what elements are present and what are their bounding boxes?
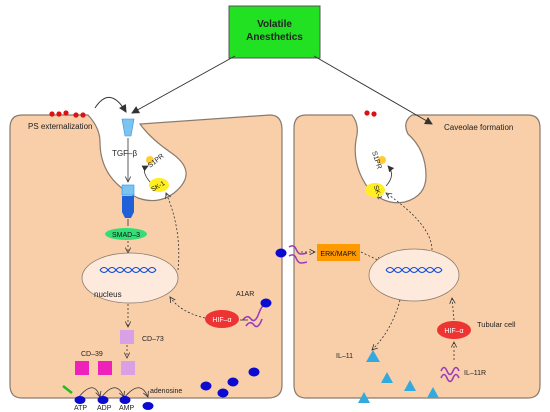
nucleus-left <box>81 252 179 304</box>
cd39-node-2 <box>98 361 112 375</box>
amp-adenosine-arc <box>123 387 148 399</box>
hif-left-label: HIF–α <box>212 317 231 324</box>
cd73-node <box>120 330 134 344</box>
sk1-right-label: SK-1 <box>372 185 383 201</box>
erk-mapk-label: ERK/MAPK <box>320 251 357 258</box>
cd39-label: CD–39 <box>81 351 103 358</box>
cd73-membrane-node <box>121 361 135 375</box>
tubular-cell-label: Tubular cell <box>477 320 516 329</box>
title-line-2: Anesthetics <box>246 32 303 43</box>
cd73-label: CD–73 <box>142 336 164 343</box>
hif-to-nucleus-arrow <box>170 297 206 319</box>
a1ar-label: A1AR <box>236 291 254 298</box>
adp-label: ADP <box>97 405 112 412</box>
cd39-node-1 <box>75 361 89 375</box>
arrow-to-right-cell <box>313 55 433 125</box>
adenosine-dot <box>260 298 272 308</box>
arrow-to-left-cell <box>131 55 236 114</box>
amp-dot <box>119 396 131 404</box>
extracellular-adenosine <box>142 248 287 410</box>
volatile-anesthetics-box: Volatile Anesthetics <box>228 5 321 59</box>
ps-red-dots <box>49 110 86 118</box>
nucleus-to-il11-arrow <box>372 299 401 350</box>
nucleus-to-sk1-right-arrow <box>386 193 433 251</box>
nucleus-right <box>368 248 460 302</box>
hif-right-node <box>437 321 471 339</box>
atp-adp-arc <box>77 387 100 399</box>
adenosine-label: adenosine <box>150 388 182 395</box>
il11-label: IL–11 <box>336 353 353 360</box>
title-line-1: Volatile <box>257 19 292 30</box>
il11r-label: IL–11R <box>464 370 486 377</box>
green-marker-icon <box>62 385 73 394</box>
caveolae-formation-label: Caveolae formation <box>444 123 513 132</box>
sk1-right-loop <box>385 165 395 187</box>
erk-mapk-node <box>317 244 360 261</box>
smad3-label: SMAD–3 <box>112 232 140 239</box>
il11r-left-receptor-icon <box>288 245 308 264</box>
tgf-beta-label: TGF–β <box>112 149 137 158</box>
sk1-left-loop <box>141 165 151 183</box>
ps-externalization-label: PS externalization <box>28 122 92 131</box>
dna-right-icon <box>385 266 443 274</box>
ps-curved-arrow <box>94 97 127 113</box>
dna-left-icon <box>99 266 157 274</box>
adp-amp-arc <box>100 387 124 399</box>
atp-label: ATP <box>74 405 87 412</box>
adp-dot <box>97 396 109 404</box>
atp-dot <box>74 396 86 404</box>
hif-left-node <box>205 310 239 328</box>
s1pr-left-icon <box>146 156 154 164</box>
hif-right-label: HIF–α <box>444 328 463 335</box>
il11r-receptor-icon <box>440 366 460 383</box>
smad3-node <box>105 228 147 240</box>
il11-triangles <box>358 350 439 403</box>
nucleus-label: nucleus <box>94 290 122 299</box>
amp-label: AMP <box>119 405 135 412</box>
caveolae-red-dots <box>364 110 377 117</box>
tgf-receptor-top-icon <box>121 118 135 137</box>
s1pr-right-label: S1PR <box>370 150 382 170</box>
sk1-right-node <box>365 183 385 197</box>
s1pr-right-icon <box>378 156 386 164</box>
s1pr-left-label: S1PR <box>147 153 166 170</box>
tgf-receptor-icon <box>121 184 135 218</box>
sk1-left-node <box>149 178 169 192</box>
